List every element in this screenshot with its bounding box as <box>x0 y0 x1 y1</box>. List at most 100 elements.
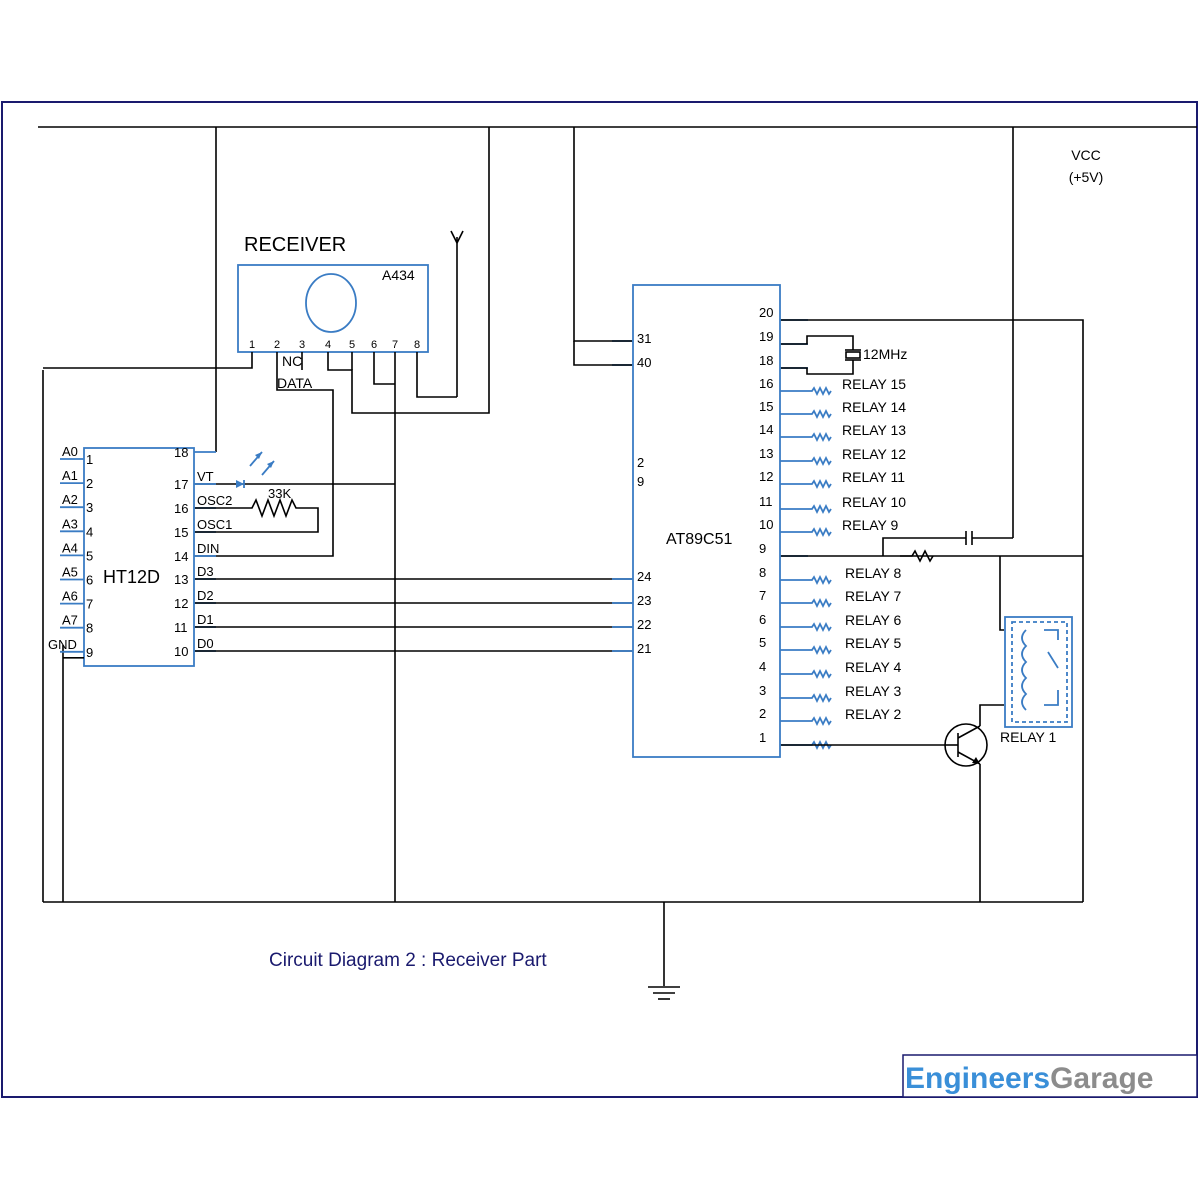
mcu-right-pin: 5 <box>759 635 766 650</box>
ht12d-right-label: OSC1 <box>197 517 232 532</box>
mcu-right-pin: 13 <box>759 446 773 461</box>
relay-label: RELAY 13 <box>842 422 906 438</box>
ht12d-right-pin: 18 <box>174 445 188 460</box>
antenna-icon <box>450 230 464 397</box>
mcu-left-pin: 24 <box>637 569 651 584</box>
relay-resistor-icon <box>808 644 832 656</box>
mcu-right-pin: 15 <box>759 399 773 414</box>
mcu-right-pin: 18 <box>759 353 773 368</box>
ht12d-right-label: OSC2 <box>197 493 232 508</box>
ht12d-right-pin: 12 <box>174 596 188 611</box>
reset-circuit <box>781 531 1083 563</box>
diagram-caption: Circuit Diagram 2 : Receiver Part <box>269 950 547 971</box>
mcu-right-pin: 1 <box>759 730 766 745</box>
receiver-data-label: DATA <box>277 375 313 391</box>
mcu-right-pin: 2 <box>759 706 766 721</box>
led-icon <box>236 451 275 488</box>
ht12d-right-pin: 17 <box>174 477 188 492</box>
relay-resistor-icon <box>808 503 832 515</box>
ht12d-left-pin: 5 <box>86 548 93 563</box>
ea-vcc-wire <box>573 127 632 342</box>
receiver-pin-label: 1 <box>249 339 255 351</box>
receiver-module <box>237 264 429 353</box>
ht12d-left-label: A7 <box>62 613 78 628</box>
ht12d-right-label: VT <box>197 469 214 484</box>
relay-label: RELAY 8 <box>845 565 902 581</box>
mcu-left-pin: 31 <box>637 331 651 346</box>
vcc-pin-wire <box>573 341 632 366</box>
relay-label: RELAY 7 <box>845 588 902 604</box>
ht12d-right-pin: 16 <box>174 501 188 516</box>
mcu-left-pin: 21 <box>637 641 651 656</box>
crystal-label: 12MHz <box>863 346 907 362</box>
ht12d-left-pin: 2 <box>86 476 93 491</box>
crystal-icon <box>781 335 861 375</box>
mcu-right-pin: 7 <box>759 588 766 603</box>
mcu-right-pin: 10 <box>759 517 773 532</box>
mcu-right-pin: 6 <box>759 612 766 627</box>
ht12d-right-label: D0 <box>197 636 214 651</box>
mcu-left-pin: 40 <box>637 355 651 370</box>
relay-resistor-icon <box>808 431 832 443</box>
receiver-pin-label: 8 <box>414 339 420 351</box>
ht12d-right-label: D3 <box>197 564 214 579</box>
ground-icon <box>648 902 680 1000</box>
relay-resistor-icon <box>808 715 832 727</box>
relay-resistor-icon <box>808 692 832 704</box>
mcu-right-pin: 19 <box>759 329 773 344</box>
ht12d-left-pin: 1 <box>86 452 93 467</box>
mcu-right-pin: 8 <box>759 565 766 580</box>
relay-label: RELAY 11 <box>842 469 905 485</box>
relay-label: RELAY 10 <box>842 494 906 510</box>
mcu-gnd-wire <box>781 319 1084 902</box>
receiver-title: RECEIVER <box>244 234 346 256</box>
relay-label: RELAY 4 <box>845 659 902 675</box>
relay-resistor-icon <box>808 455 832 467</box>
ht12d-left-pin: 9 <box>86 645 93 660</box>
receiver-pin-label: 6 <box>371 339 377 351</box>
brand-part-2: Garage <box>1050 1062 1153 1095</box>
diagram-frame <box>1 101 1198 1098</box>
ht12d-left-pin: 4 <box>86 524 93 539</box>
receiver-nc-label: NC <box>282 353 302 369</box>
ht12d-left-label: A0 <box>62 444 78 459</box>
ht12d-right-label: D2 <box>197 588 214 603</box>
receiver-pin-label: 2 <box>274 339 280 351</box>
ht12d-left-pin: 6 <box>86 573 93 588</box>
relay-resistor-icon <box>808 408 832 420</box>
mcu-right-pin: 12 <box>759 469 773 484</box>
mcu-right-pin: 9 <box>759 541 766 556</box>
relay-1-icon <box>1004 616 1073 728</box>
receiver-pin-label: 7 <box>392 339 398 351</box>
at89c51-chip <box>632 284 781 758</box>
relay-1-label: RELAY 1 <box>1000 729 1057 745</box>
mcu-left-pin: 9 <box>637 474 644 489</box>
relay-resistor-icon <box>808 621 832 633</box>
ht12d-left-pin: 3 <box>86 500 93 515</box>
ht12d-right-pin: 10 <box>174 644 188 659</box>
mcu-right-pin: 20 <box>759 305 773 320</box>
ht12d-right-pin: 15 <box>174 525 188 540</box>
mcu-right-pin: 11 <box>759 494 773 509</box>
brand-part-1: Engineers <box>905 1062 1050 1095</box>
brand-box <box>902 1054 1198 1098</box>
osc-resistor-label: 33K <box>268 486 291 501</box>
relay-label: RELAY 5 <box>845 635 902 651</box>
ht12d-left-label: A2 <box>62 492 78 507</box>
mcu-left-pin: 23 <box>637 593 651 608</box>
relay-resistor-icon <box>808 385 832 397</box>
transistor-icon <box>944 723 988 767</box>
mcu-right-pin: 4 <box>759 659 766 674</box>
receiver-pin-label: 5 <box>349 339 355 351</box>
relay-resistor-icon <box>808 574 832 586</box>
relay-label: RELAY 9 <box>842 517 899 533</box>
ht12d-right-pin: 14 <box>174 549 188 564</box>
mcu-right-pin: 16 <box>759 376 773 391</box>
ht12d-left-label: GND <box>48 637 77 652</box>
ht12d-right-label: DIN <box>197 541 219 556</box>
receiver-model: A434 <box>382 267 415 283</box>
mcu-right-pin: 3 <box>759 683 766 698</box>
osc-resistor <box>195 497 319 533</box>
relay-label: RELAY 15 <box>842 376 906 392</box>
